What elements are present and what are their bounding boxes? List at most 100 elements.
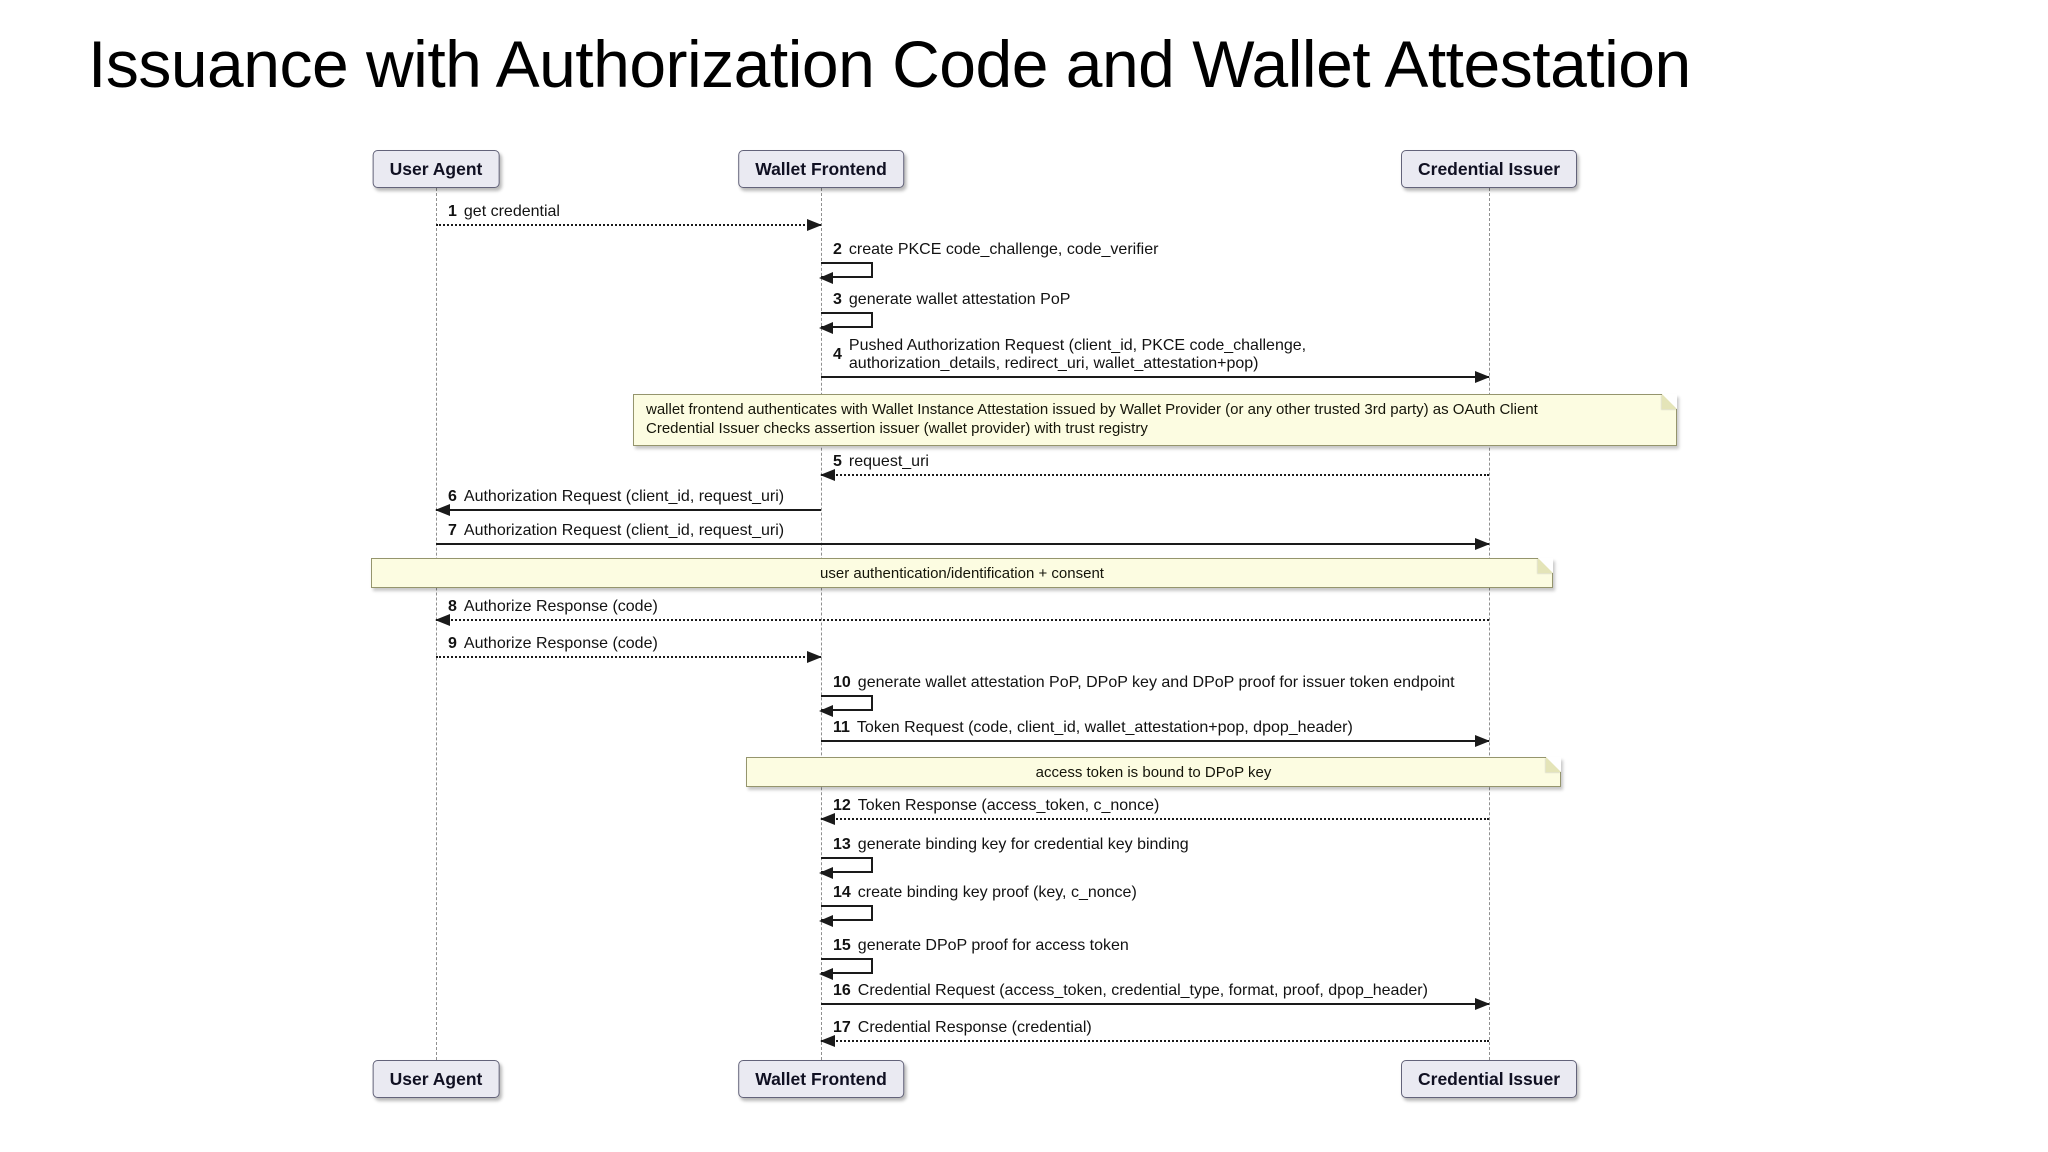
message-number: 8	[448, 598, 457, 615]
message-number: 4	[833, 346, 842, 363]
message-10-label: 10 generate wallet attestation PoP, DPoP …	[833, 674, 1455, 692]
message-6-arrow	[435, 504, 821, 516]
message-text: generate DPoP proof for access token	[857, 937, 1129, 954]
message-13-arrow	[819, 857, 873, 879]
note-1: wallet frontend authenticates with Walle…	[633, 394, 1677, 446]
arrowhead-icon	[1475, 538, 1490, 550]
message-14-arrow	[819, 905, 873, 927]
note-2: user authentication/identification + con…	[371, 558, 1553, 588]
message-13-label: 13 generate binding key for credential ke…	[833, 836, 1189, 854]
actor-label: User Agent	[389, 1068, 483, 1089]
message-17-arrow	[820, 1035, 1489, 1047]
arrowhead-icon	[435, 614, 450, 626]
message-text: Credential Request (access_token, creden…	[857, 982, 1428, 999]
message-text: Authorize Response (code)	[463, 598, 658, 615]
actor-label: Wallet Frontend	[755, 158, 887, 179]
message-17-label: 17 Credential Response (credential)	[833, 1019, 1092, 1037]
message-number: 3	[833, 291, 842, 308]
message-9-label: 9 Authorize Response (code)	[448, 635, 658, 653]
message-text: Authorization Request (client_id, reques…	[463, 522, 785, 539]
message-text: get credential	[463, 203, 560, 220]
message-text: generate binding key for credential key …	[857, 836, 1189, 853]
arrowhead-icon	[820, 469, 835, 481]
lifeline-wallet-frontend	[821, 188, 822, 1060]
note-text: wallet frontend authenticates with Walle…	[646, 401, 1538, 418]
message-number: 2	[833, 241, 842, 258]
lifeline-credential-issuer	[1489, 188, 1490, 1060]
message-6-label: 6 Authorization Request (client_id, reque…	[448, 488, 784, 506]
arrowhead-icon	[819, 705, 833, 717]
message-1-arrow	[436, 219, 822, 231]
message-4-label: 4 Pushed Authorization Request (client_id…	[833, 337, 1306, 373]
actor-label: Wallet Frontend	[755, 1068, 887, 1089]
arrowhead-icon	[819, 968, 833, 980]
message-15-arrow	[819, 958, 873, 980]
message-text: create binding key proof (key, c_nonce)	[857, 884, 1137, 901]
actor-bottom-credential-issuer: Credential Issuer	[1401, 1060, 1577, 1098]
message-14-label: 14 create binding key proof (key, c_nonce…	[833, 884, 1137, 902]
message-12-arrow	[820, 813, 1489, 825]
message-11-arrow	[821, 735, 1490, 747]
message-9-arrow	[436, 651, 822, 663]
message-number: 10	[833, 674, 851, 691]
message-11-label: 11 Token Request (code, client_id, wallet…	[833, 719, 1353, 737]
actor-bottom-wallet-frontend: Wallet Frontend	[738, 1060, 904, 1098]
note-text: access token is bound to DPoP key	[1035, 764, 1272, 781]
message-text: Authorize Response (code)	[463, 635, 658, 652]
actor-top-wallet-frontend: Wallet Frontend	[738, 150, 904, 188]
note-text: Credential Issuer checks assertion issue…	[646, 420, 1148, 437]
arrowhead-icon	[435, 504, 450, 516]
message-8-arrow	[435, 614, 1489, 626]
arrowhead-icon	[820, 813, 835, 825]
message-text: generate wallet attestation PoP, DPoP ke…	[857, 674, 1455, 691]
message-10-arrow	[819, 695, 873, 717]
message-16-arrow	[821, 998, 1490, 1010]
message-text: Token Response (access_token, c_nonce)	[857, 797, 1160, 814]
arrowhead-icon	[819, 915, 833, 927]
message-7-arrow	[436, 538, 1490, 550]
message-8-label: 8 Authorize Response (code)	[448, 598, 658, 616]
arrowhead-icon	[819, 322, 833, 334]
message-12-label: 12 Token Response (access_token, c_nonce)	[833, 797, 1159, 815]
note-3: access token is bound to DPoP key	[746, 757, 1561, 787]
message-5-arrow	[820, 469, 1489, 481]
actor-top-user-agent: User Agent	[372, 150, 500, 188]
actor-bottom-user-agent: User Agent	[372, 1060, 500, 1098]
message-3-arrow	[819, 312, 873, 334]
message-text: Authorization Request (client_id, reques…	[463, 488, 785, 505]
message-16-label: 16 Credential Request (access_token, cred…	[833, 982, 1428, 1000]
message-number: 5	[833, 453, 842, 470]
message-number: 6	[448, 488, 457, 505]
actor-label: Credential Issuer	[1418, 1068, 1560, 1089]
message-number: 14	[833, 884, 851, 901]
message-number: 16	[833, 982, 851, 999]
arrowhead-icon	[807, 219, 822, 231]
arrowhead-icon	[819, 272, 833, 284]
message-number: 7	[448, 522, 457, 539]
actor-label: Credential Issuer	[1418, 158, 1560, 179]
arrowhead-icon	[819, 867, 833, 879]
message-number: 9	[448, 635, 457, 652]
arrowhead-icon	[807, 651, 822, 663]
message-text: Token Request (code, client_id, wallet_a…	[856, 719, 1353, 736]
message-7-label: 7 Authorization Request (client_id, reque…	[448, 522, 784, 540]
actor-label: User Agent	[389, 158, 483, 179]
message-text: Pushed Authorization Request (client_id,…	[848, 337, 1307, 372]
message-number: 13	[833, 836, 851, 853]
message-number: 15	[833, 937, 851, 954]
arrowhead-icon	[1475, 998, 1490, 1010]
message-text: Credential Response (credential)	[857, 1019, 1092, 1036]
message-4-arrow	[821, 371, 1490, 383]
message-15-label: 15 generate DPoP proof for access token	[833, 937, 1129, 955]
diagram-title: Issuance with Authorization Code and Wal…	[88, 27, 1691, 101]
message-number: 11	[833, 719, 850, 736]
message-number: 17	[833, 1019, 851, 1036]
message-number: 12	[833, 797, 851, 814]
actor-top-credential-issuer: Credential Issuer	[1401, 150, 1577, 188]
arrowhead-icon	[820, 1035, 835, 1047]
